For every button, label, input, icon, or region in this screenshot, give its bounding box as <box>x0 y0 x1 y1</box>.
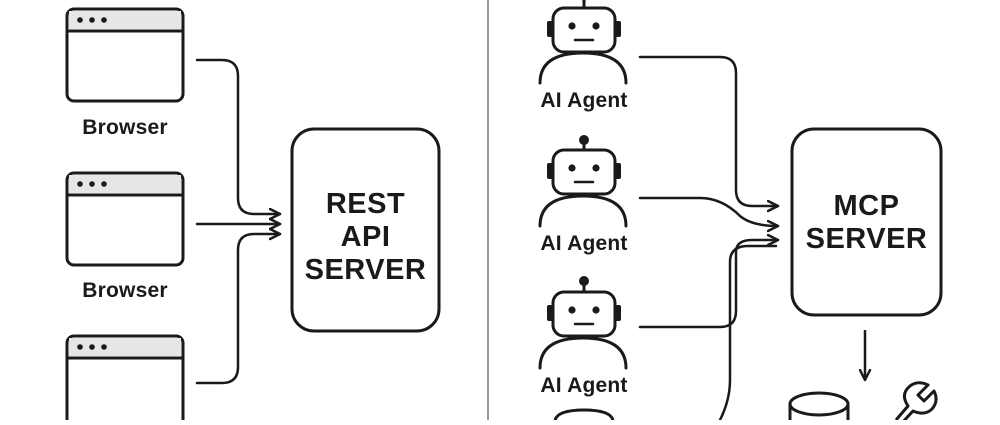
browser-label-1: Browser <box>82 116 168 139</box>
robot-icon-2 <box>538 135 628 228</box>
mcp-server-box <box>790 127 943 317</box>
rest-connectors <box>195 58 282 385</box>
browser-window-icon-2 <box>65 171 185 267</box>
robot-icon-3 <box>538 276 628 370</box>
wrench-icon <box>894 381 938 425</box>
ai-agent-label-2: AI Agent <box>540 232 628 255</box>
robot-icon-partial <box>553 408 615 421</box>
rest-title-line-2: API <box>340 221 391 253</box>
mcp-server-title: MCP SERVER <box>792 190 941 256</box>
browser-label-2: Browser <box>82 279 168 302</box>
rest-api-server-box <box>290 127 441 333</box>
rest-api-server-title: REST API SERVER <box>292 188 439 287</box>
ai-agent-label-1: AI Agent <box>540 89 628 112</box>
mcp-title-line-2: SERVER <box>805 223 928 255</box>
robot-icon-1 <box>538 0 628 85</box>
browser-window-icon-1 <box>65 7 185 103</box>
mcp-connectors <box>638 55 780 422</box>
mcp-title-line-1: MCP <box>833 190 900 222</box>
browser-window-icon-3 <box>65 334 185 425</box>
rest-title-line-1: REST <box>325 188 406 220</box>
database-icon <box>788 391 850 425</box>
ai-agent-label-3: AI Agent <box>540 374 628 397</box>
rest-title-line-3: SERVER <box>304 254 427 286</box>
